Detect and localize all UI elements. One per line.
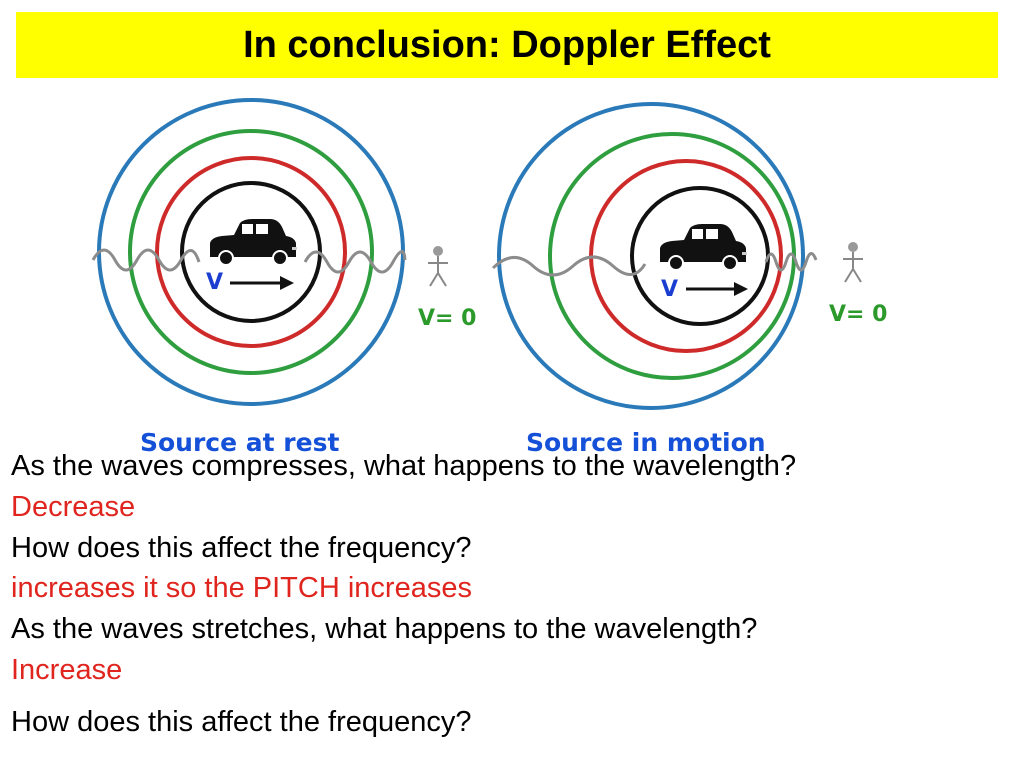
answer-2: increases it so the PITCH increases (11, 572, 472, 605)
wavefront-outer (497, 102, 805, 410)
sound-wave-compressed (764, 252, 818, 272)
observer-velocity-label: V= 0 (829, 302, 887, 327)
observer-velocity-label: V= 0 (418, 306, 476, 331)
sound-wave-left (91, 248, 201, 272)
left-caption: Source at rest (140, 428, 339, 457)
question-1: As the waves compresses, what happens to… (11, 450, 797, 482)
answer-1: Decrease (11, 490, 136, 523)
right-panel: V V= 0 Source in motion (491, 102, 887, 457)
question-4: How does this affect the frequency? (11, 706, 472, 738)
stick-figure-icon (427, 245, 449, 287)
car-icon (659, 223, 748, 271)
left-panel: V V= 0 Source at rest (91, 98, 476, 457)
sound-wave-stretched (491, 255, 647, 277)
stick-figure-icon (842, 241, 864, 283)
car-icon (209, 218, 298, 266)
question-answer-list: As the waves compresses, what happens to… (11, 446, 1011, 691)
answer-3: Increase (11, 653, 123, 686)
title-banner: In conclusion: Doppler Effect (16, 12, 998, 78)
sound-wave-right (303, 250, 407, 274)
arrow-icon (686, 282, 748, 296)
source-velocity-label: V (661, 277, 678, 302)
wavefront-red (155, 156, 347, 348)
arrow-icon (230, 276, 294, 290)
right-caption: Source in motion (526, 428, 766, 457)
question-2: How does this affect the frequency? (11, 531, 472, 564)
question-3: As the waves stretches, what happens to … (11, 613, 758, 646)
wavefront-green (128, 129, 374, 375)
source-velocity-label: V (206, 270, 223, 295)
slide-title: In conclusion: Doppler Effect (243, 23, 771, 66)
